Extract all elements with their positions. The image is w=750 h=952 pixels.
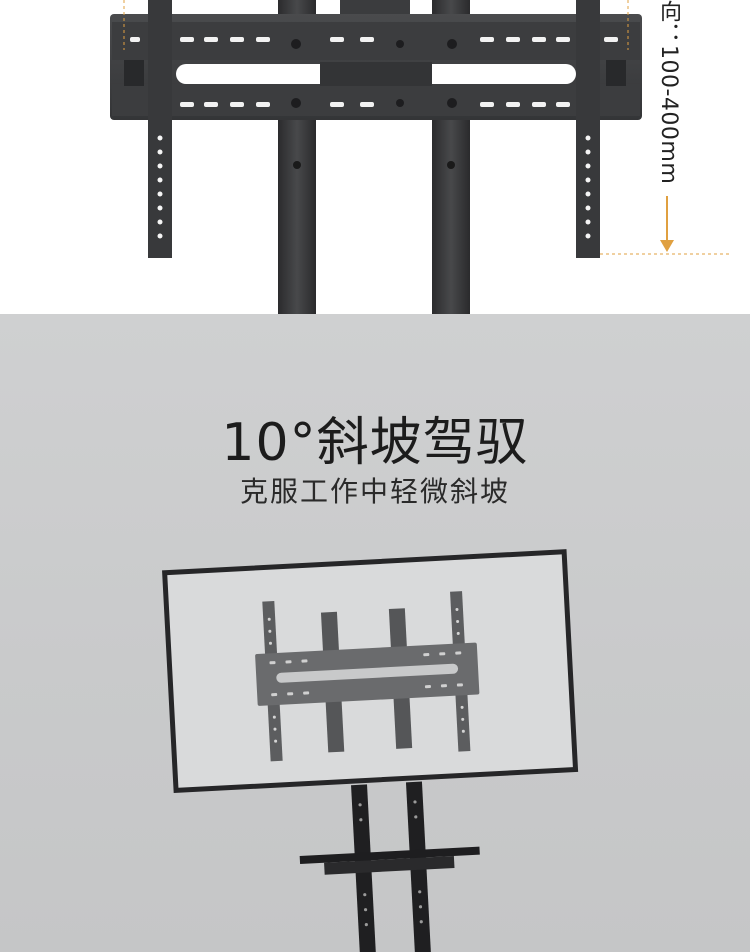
tilted-stand-illustration xyxy=(162,549,579,952)
pole-hole xyxy=(447,161,455,169)
upper-slot-row xyxy=(130,37,618,42)
feature-subtitle: 克服工作中轻微斜坡 xyxy=(239,475,510,508)
lower-slot-row xyxy=(150,102,570,107)
bracket-closeup-illustration xyxy=(110,0,730,314)
tray-shelf xyxy=(299,846,480,865)
bracket-closeup-panel: 向：100-400mm xyxy=(0,0,750,314)
tray-shelf-front xyxy=(324,855,455,875)
slope-feature-panel: 10°斜坡驾驭 克服工作中轻微斜坡 xyxy=(0,314,750,952)
stand-pole-right xyxy=(405,781,432,952)
mount-plate-window xyxy=(276,663,459,683)
side-clamp-left xyxy=(124,60,144,86)
mount-plate-slots xyxy=(269,651,463,697)
stand-pole-holes xyxy=(358,800,423,927)
arm-holes-right xyxy=(585,135,591,239)
mount-arm-holes xyxy=(267,607,465,743)
screw-group xyxy=(291,39,457,108)
side-clamp-right xyxy=(606,60,626,86)
lower-rail xyxy=(112,84,640,116)
spacing-spec-label: 向：100-400mm xyxy=(656,0,681,185)
pole-hole xyxy=(293,161,301,169)
arrow-down-icon xyxy=(660,240,674,252)
center-oval-bar xyxy=(320,62,432,86)
arm-holes-left xyxy=(157,135,163,239)
vertical-arm-left xyxy=(148,0,172,258)
stand-pole-left xyxy=(351,784,377,952)
feature-title: 10°斜坡驾驭 xyxy=(221,413,529,473)
upper-rail xyxy=(112,22,640,60)
vertical-arm-right xyxy=(576,0,600,258)
